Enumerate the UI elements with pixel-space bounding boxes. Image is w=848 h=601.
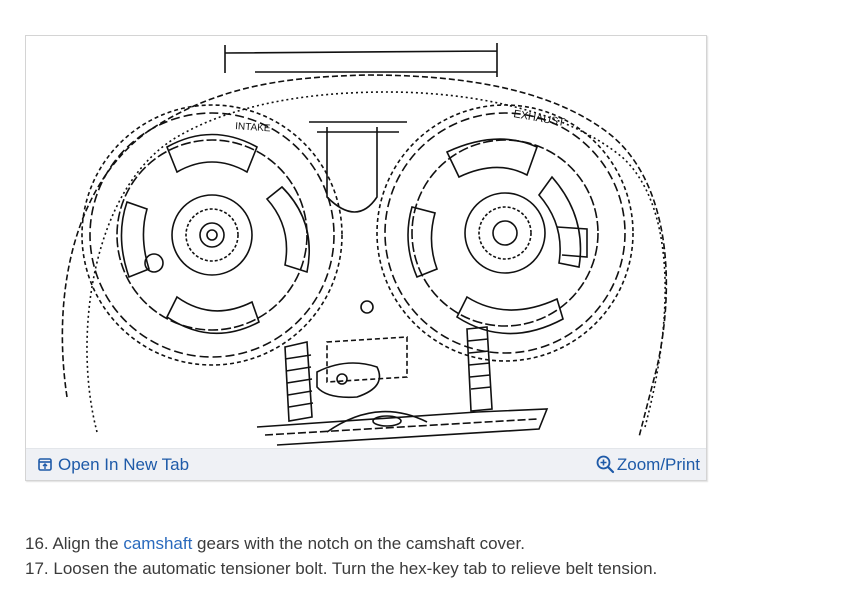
timing-belt-diagram: INTAKE EXHAUST	[61, 43, 668, 446]
spring-left	[284, 341, 314, 422]
camshaft-link[interactable]: camshaft	[123, 534, 193, 553]
open-in-new-tab-label: Open In New Tab	[58, 454, 190, 474]
intake-label: INTAKE	[235, 121, 271, 134]
intake-gear	[81, 104, 343, 366]
step-number: 17.	[25, 559, 49, 578]
step-text-after: gears with the notch on the camshaft cov…	[192, 534, 525, 553]
instruction-steps: 16. Align the camshaft gears with the no…	[25, 531, 825, 581]
step-text-before: Align the	[52, 534, 124, 553]
exhaust-label: EXHAUST	[512, 108, 566, 129]
figure-toolbar: Open In New Tab Zoom/Print	[26, 448, 706, 480]
step-number: 16.	[25, 534, 49, 553]
open-in-new-tab-link[interactable]: Open In New Tab	[38, 455, 189, 475]
spring-right	[466, 326, 493, 412]
zoom-in-icon	[596, 455, 615, 474]
exhaust-gear	[376, 104, 634, 362]
step-16: 16. Align the camshaft gears with the no…	[25, 531, 825, 556]
step-17: 17. Loosen the automatic tensioner bolt.…	[25, 556, 825, 581]
zoom-print-link[interactable]: Zoom/Print	[596, 455, 700, 475]
zoom-print-label: Zoom/Print	[616, 454, 700, 474]
step-text: Loosen the automatic tensioner bolt. Tur…	[53, 559, 658, 578]
diagram-figure: INTAKE EXHAUST Open In New Tab Zoom/Prin…	[25, 35, 707, 481]
open-new-tab-icon	[38, 457, 53, 472]
